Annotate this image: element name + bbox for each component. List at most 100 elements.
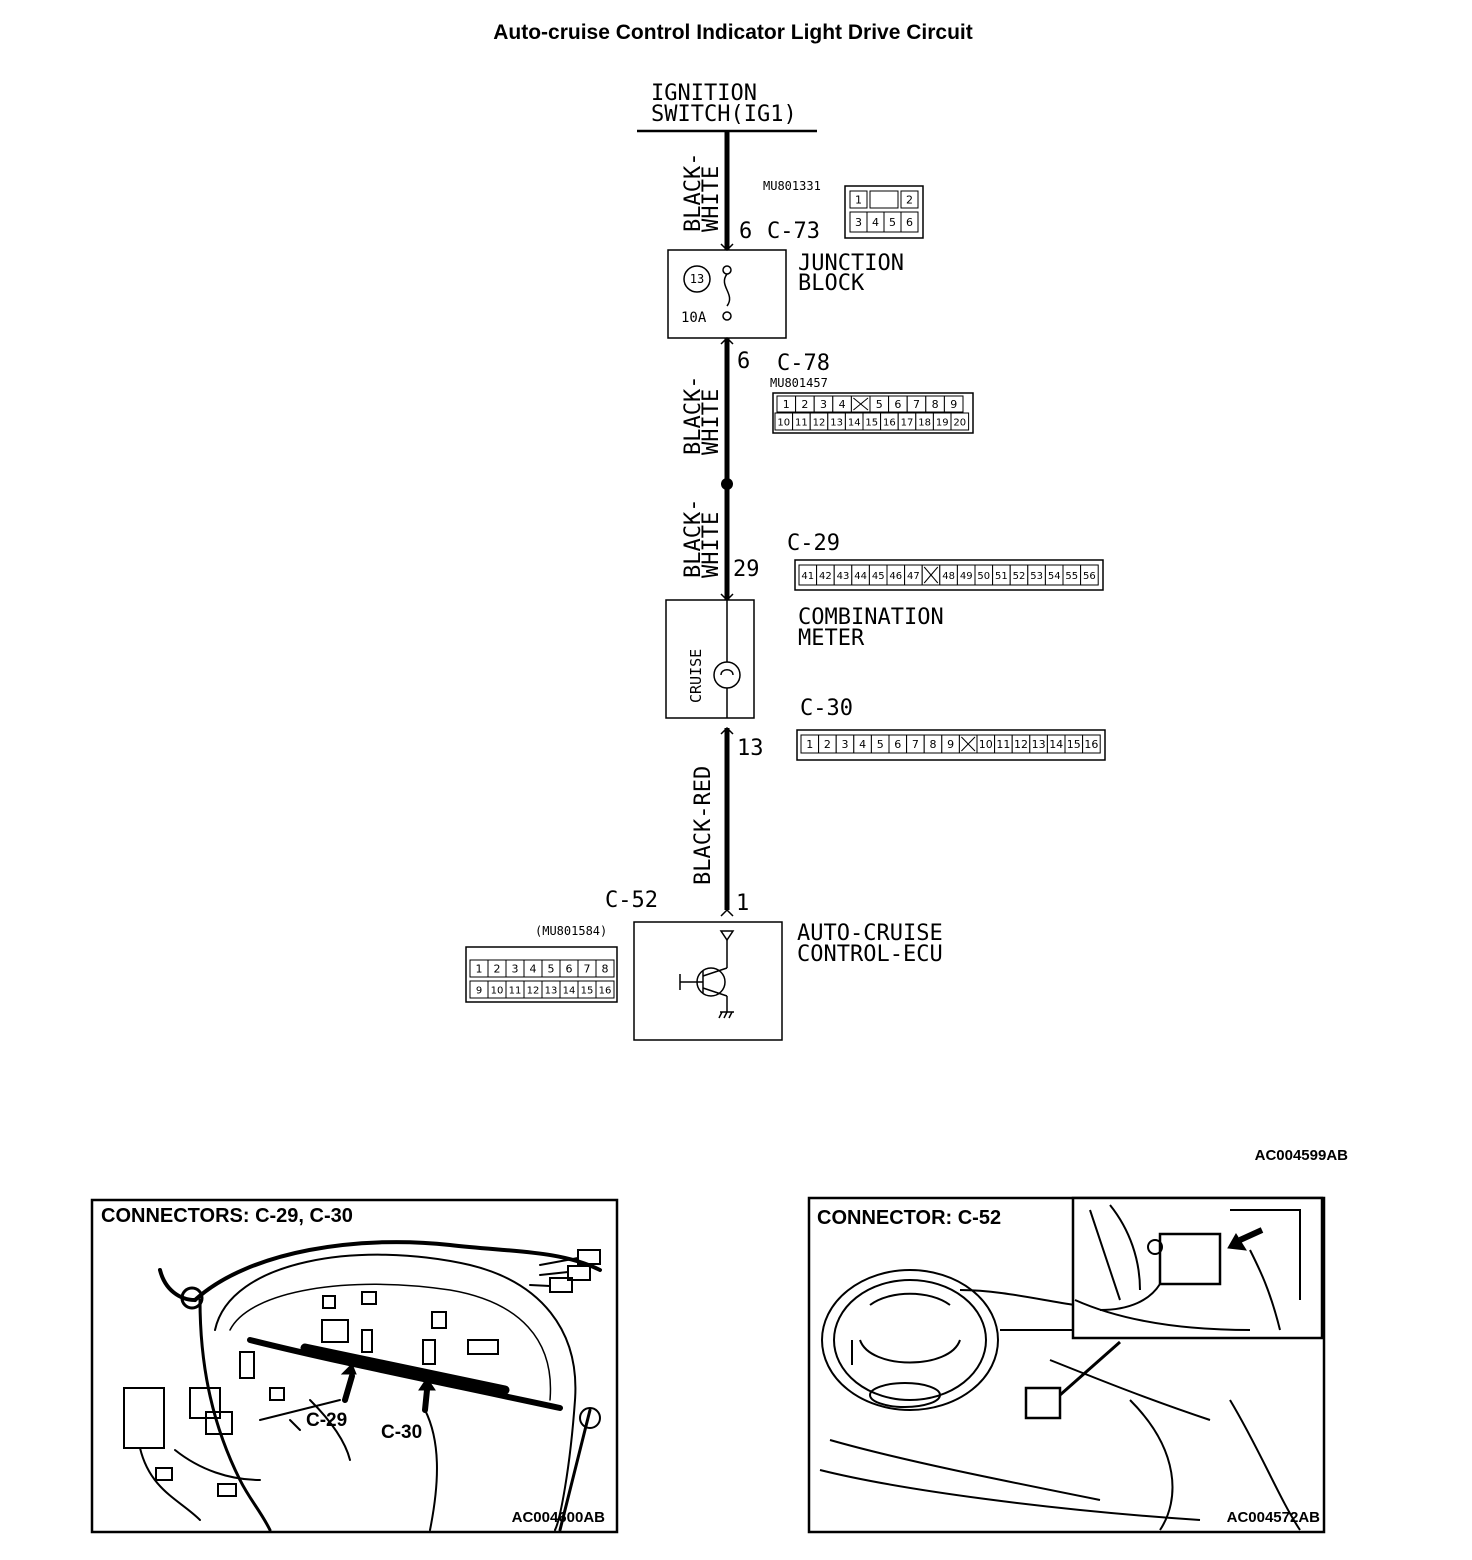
connector-pin: 45 <box>868 564 888 586</box>
svg-text:1: 1 <box>783 398 790 411</box>
connector-pin: 8 <box>923 734 943 754</box>
connector-pin: 14 <box>1046 734 1066 754</box>
svg-text:11: 11 <box>996 738 1010 751</box>
connector-pin: 5 <box>870 734 890 754</box>
connector-pin: 1 <box>776 395 797 413</box>
svg-text:14: 14 <box>1049 738 1063 751</box>
c73-part-number: MU801331 <box>763 179 821 193</box>
svg-text:46: 46 <box>889 571 902 582</box>
connector-pin: 9 <box>941 734 960 754</box>
wire-color-label-3: BLACK- WHITE <box>681 499 724 578</box>
svg-text:7: 7 <box>584 963 591 976</box>
connector-pin: 10 <box>487 980 507 999</box>
svg-text:WHITE: WHITE <box>699 166 724 232</box>
svg-text:54: 54 <box>1048 571 1061 582</box>
svg-text:4: 4 <box>839 398 846 411</box>
c52-pin: 1 <box>736 891 749 916</box>
svg-text:16: 16 <box>883 417 896 428</box>
connector-pin: 10 <box>976 734 996 754</box>
connector-pin: 5 <box>869 395 890 413</box>
svg-text:20: 20 <box>953 417 966 428</box>
connector-pin: 4 <box>832 395 852 413</box>
svg-text:53: 53 <box>1030 571 1043 582</box>
svg-text:9: 9 <box>947 738 954 751</box>
svg-text:11: 11 <box>509 985 522 996</box>
connector-pin: 4 <box>866 211 885 233</box>
connector-pin: 1 <box>849 190 868 209</box>
panel-right-title: CONNECTOR: C-52 <box>817 1207 1001 1229</box>
ecu-label: AUTO-CRUISE <box>797 921 943 946</box>
c78-name: C-78 <box>777 351 830 376</box>
svg-text:14: 14 <box>563 985 576 996</box>
connector-pin: 3 <box>849 211 868 233</box>
connector-pin: 3 <box>835 734 855 754</box>
connector-pin: 48 <box>939 564 958 586</box>
svg-text:5: 5 <box>889 216 896 229</box>
wire-color-label-4: BLACK-RED <box>691 766 716 885</box>
svg-text:7: 7 <box>913 398 920 411</box>
svg-text:44: 44 <box>854 571 867 582</box>
c78-part-number: MU801457 <box>770 376 828 390</box>
cruise-lamp-icon <box>713 600 741 718</box>
connector-pin: 16 <box>880 412 899 431</box>
connector-pin: 7 <box>906 734 925 754</box>
connector-pin: 19 <box>932 412 952 431</box>
svg-text:10: 10 <box>491 985 504 996</box>
svg-text:11: 11 <box>795 417 808 428</box>
svg-text:55: 55 <box>1065 571 1078 582</box>
svg-text:10: 10 <box>979 738 993 751</box>
connector-pin: 56 <box>1080 564 1099 586</box>
svg-text:8: 8 <box>932 398 939 411</box>
svg-text:4: 4 <box>530 963 537 976</box>
connector-pin: 9 <box>469 980 489 999</box>
c30-name: C-30 <box>800 696 853 721</box>
connector-pin: 15 <box>577 980 597 999</box>
svg-text:5: 5 <box>877 738 884 751</box>
connector-pin: 10 <box>774 412 794 431</box>
connector-pin: 47 <box>904 564 923 586</box>
connector-pin: 15 <box>1064 734 1084 754</box>
connector-pin: 6 <box>888 734 908 754</box>
svg-text:48: 48 <box>942 571 955 582</box>
svg-text:WHITE: WHITE <box>699 512 724 578</box>
svg-text:2: 2 <box>906 194 913 207</box>
c29-name: C-29 <box>787 531 840 556</box>
figure-code: AC004599AB <box>1255 1147 1349 1164</box>
connector-pin: 12 <box>523 980 543 999</box>
svg-text:BLACK-RED: BLACK-RED <box>691 766 716 885</box>
svg-text:42: 42 <box>819 571 832 582</box>
connector-pin: 54 <box>1044 564 1064 586</box>
connector-pin: 14 <box>559 980 579 999</box>
c52-name: C-52 <box>605 888 658 913</box>
svg-text:8: 8 <box>602 963 609 976</box>
connector-pin: 5 <box>883 211 902 233</box>
c73-name: C-73 <box>767 219 820 244</box>
svg-text:2: 2 <box>801 398 808 411</box>
connector-pin: 13 <box>827 412 846 431</box>
svg-text:47: 47 <box>907 571 920 582</box>
connector-pin: 55 <box>1062 564 1082 586</box>
connector-pin: 16 <box>595 980 615 999</box>
connector-pin: 41 <box>798 564 818 586</box>
connector-pin: 2 <box>795 395 815 413</box>
svg-text:17: 17 <box>901 417 914 428</box>
combination-meter-box <box>665 599 755 719</box>
ignition-switch-label: IGNITION SWITCH(IG1) <box>637 81 817 133</box>
transistor-symbol <box>679 930 735 1019</box>
svg-text:2: 2 <box>494 963 501 976</box>
combination-meter-label: COMBINATION <box>798 605 944 630</box>
svg-text:12: 12 <box>527 985 540 996</box>
connector-pin: 6 <box>559 959 579 978</box>
svg-text:18: 18 <box>918 417 931 428</box>
svg-text:8: 8 <box>930 738 937 751</box>
fuse-number-circle <box>683 265 711 293</box>
c73-pin: 6 <box>739 219 752 244</box>
ecu-box <box>633 921 783 1041</box>
connector-pin: 3 <box>813 395 834 413</box>
svg-text:BLACK-: BLACK- <box>681 376 706 455</box>
svg-text:SWITCH(IG1): SWITCH(IG1) <box>651 102 797 127</box>
svg-text:5: 5 <box>548 963 555 976</box>
